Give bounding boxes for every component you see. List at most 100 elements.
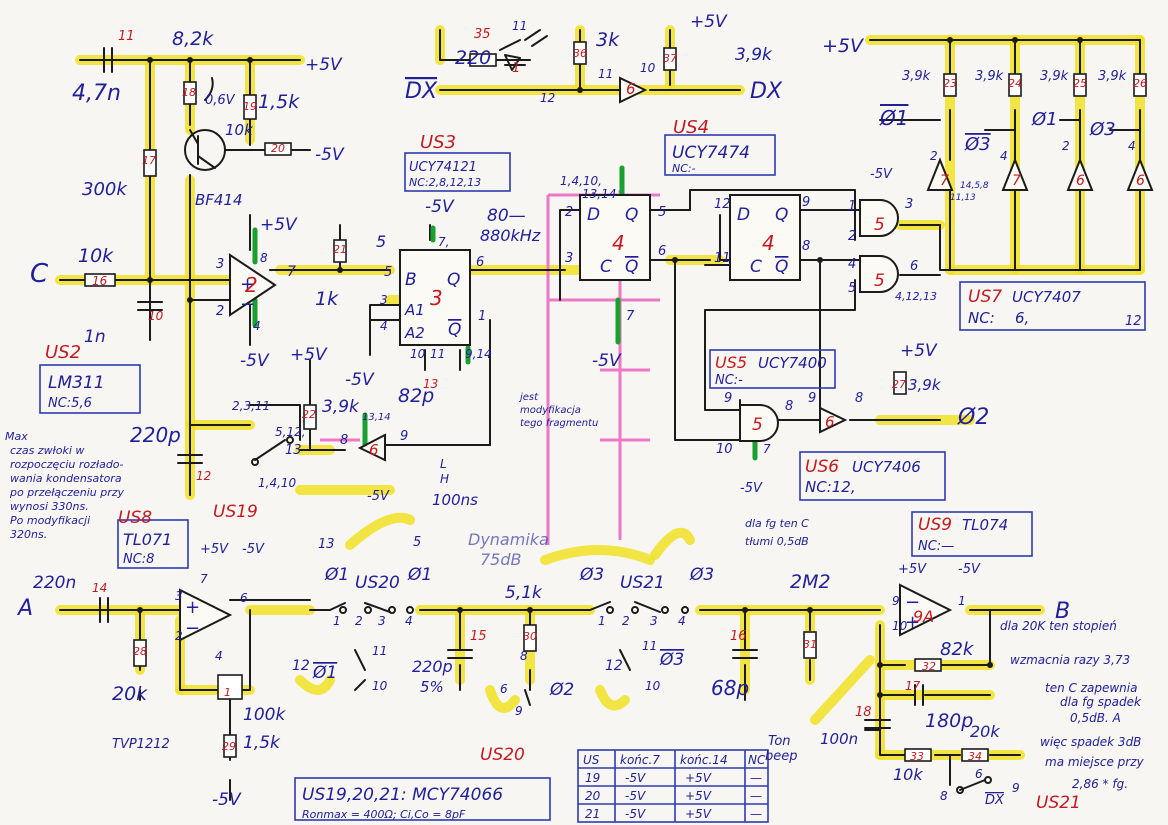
switch-phase-arrows <box>295 512 695 713</box>
svg-text:13,14: 13,14 <box>362 412 391 423</box>
pin-5-mark: 5 <box>376 232 386 251</box>
table-row: 21 <box>585 807 600 821</box>
signal-dx-switch: DX <box>985 793 1005 808</box>
svg-text:11: 11 <box>118 29 135 44</box>
svg-text:5: 5 <box>874 271 885 291</box>
svg-text:−: − <box>240 294 255 315</box>
svg-text:1: 1 <box>224 686 231 699</box>
plus5-5: +5V <box>822 35 865 57</box>
svg-text:19: 19 <box>243 100 257 113</box>
svg-text:10: 10 <box>410 347 426 361</box>
svg-text:11: 11 <box>642 639 657 653</box>
plus5-8: +5V <box>898 562 927 577</box>
svg-text:+: + <box>905 612 920 633</box>
r36-value: 3k <box>596 29 620 51</box>
svg-text:11: 11 <box>430 347 445 361</box>
svg-text:D: D <box>587 205 600 225</box>
resistor-28 <box>133 639 147 667</box>
r30-value: 5,1k <box>505 583 543 603</box>
switch-phi1-b: Ø1 <box>407 565 432 585</box>
us4-nc: NC:- <box>672 162 696 175</box>
svg-text:9: 9 <box>1012 781 1020 795</box>
svg-text:2: 2 <box>1062 139 1070 153</box>
svg-text:10: 10 <box>372 679 388 693</box>
minus5-5: -5V <box>367 489 390 504</box>
svg-text:32: 32 <box>922 660 936 673</box>
us7-nc-vals: 6, <box>1015 309 1029 327</box>
capacitor-10 <box>137 301 163 311</box>
freq-range-2: 880kHz <box>480 226 541 245</box>
svg-text:20: 20 <box>271 142 285 155</box>
r21-value: 1k <box>315 288 339 310</box>
us9-name: US9 <box>918 515 952 535</box>
pot-value: 100k <box>243 705 286 725</box>
svg-text:14,5,8: 14,5,8 <box>960 181 989 191</box>
svg-text:9: 9 <box>400 429 408 444</box>
svg-text:8: 8 <box>260 251 268 265</box>
note-gain: dla 20K ten stopień wzmacnia razy 3,73 <box>1000 619 1130 667</box>
svg-text:4: 4 <box>1128 139 1136 153</box>
opamps <box>179 253 953 642</box>
signal-dx-bar: DX <box>405 79 438 104</box>
svg-text:5: 5 <box>752 415 763 435</box>
table-cell: +5V <box>685 789 712 803</box>
svg-text:12: 12 <box>540 91 555 105</box>
r25-value: 3,9k <box>1040 69 1069 84</box>
svg-text:10: 10 <box>892 619 908 633</box>
switch-phi3-b: Ø3 <box>689 565 714 585</box>
table-cell: — <box>750 789 762 803</box>
r33-value: 10k <box>893 765 923 784</box>
svg-text:10: 10 <box>716 442 733 457</box>
svg-text:37: 37 <box>663 52 677 65</box>
svg-text:1: 1 <box>958 594 966 608</box>
signal-phi2: Ø2 <box>957 405 989 430</box>
plus5-6: +5V <box>900 341 938 361</box>
note-us-ron: US19,20,21: MCY74066 <box>302 785 503 805</box>
plus5-4: +5V <box>690 12 728 32</box>
signal-phi1-bar: Ø1 <box>879 106 908 130</box>
minus5-4: -5V <box>345 370 375 390</box>
svg-text:10: 10 <box>640 61 656 75</box>
svg-text:29: 29 <box>222 740 236 753</box>
resistor-29 <box>223 734 237 758</box>
resistor-19 <box>243 94 257 120</box>
svg-text:21: 21 <box>333 243 347 256</box>
plus5-3: +5V <box>290 345 328 365</box>
svg-text:25: 25 <box>1073 77 1087 90</box>
table-header-nc: NC <box>748 753 766 767</box>
r18-value: 8,2k <box>172 28 214 50</box>
opamp-us9 <box>899 583 953 637</box>
r20-value: 10k <box>225 121 254 139</box>
analog-switches <box>251 436 992 794</box>
signal-b: B <box>1055 599 1070 624</box>
svg-text:4: 4 <box>380 319 388 333</box>
signal-a: A <box>16 596 33 621</box>
r29-value: 1,5k <box>243 733 281 753</box>
svg-text:6: 6 <box>825 413 835 431</box>
svg-text:8: 8 <box>520 649 528 663</box>
svg-text:24: 24 <box>1008 77 1022 90</box>
signal-labels: C A B DX DX DX Ø1 Ø3 Ø1 Ø3 Ø2 Ø1 Ø1 Ø3 Ø… <box>16 79 1116 808</box>
svg-text:16: 16 <box>92 274 108 288</box>
bf414-label: BF414 <box>195 191 243 209</box>
svg-text:9,14: 9,14 <box>465 347 492 361</box>
flipflop-us4a <box>579 194 651 281</box>
svg-text:27: 27 <box>892 378 906 391</box>
svg-text:3: 3 <box>565 251 573 266</box>
svg-text:8: 8 <box>940 789 948 803</box>
svg-text:12: 12 <box>605 658 623 674</box>
minus5-10: -5V <box>212 790 242 810</box>
resistor-32 <box>914 658 942 672</box>
svg-text:17: 17 <box>142 154 156 167</box>
plus5-2: +5V <box>260 215 298 235</box>
trimmer-pot <box>217 674 243 700</box>
svg-text:−: − <box>185 618 200 639</box>
us4-name: US4 <box>673 117 709 138</box>
svg-text:6: 6 <box>1076 173 1085 189</box>
resistor-23 <box>943 73 957 97</box>
svg-text:−: − <box>905 592 920 613</box>
resistor-27 <box>893 371 907 395</box>
svg-text:5: 5 <box>874 215 885 235</box>
svg-text:1: 1 <box>333 614 341 628</box>
us2-type: LM311 <box>48 373 105 393</box>
